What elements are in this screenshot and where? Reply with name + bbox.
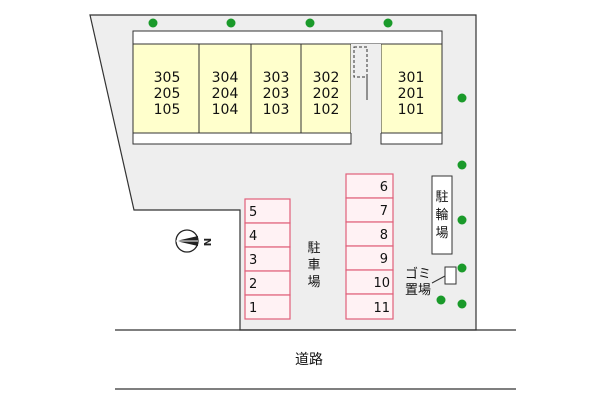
- room-label: 201: [398, 86, 425, 102]
- parking-slot-1: [244, 294, 291, 320]
- parking-slot-6: [345, 173, 394, 199]
- parking-slot-9: [345, 245, 394, 271]
- parking-number: 2: [249, 277, 257, 292]
- parking-right: 6 7 8 9 10 11: [345, 173, 394, 320]
- parking-slot-7: [345, 197, 394, 223]
- parking-number: 7: [380, 204, 388, 219]
- room-label: 202: [313, 86, 340, 102]
- parking-number: 3: [249, 253, 257, 268]
- parking-number: 5: [249, 205, 257, 220]
- parking-number: 1: [249, 301, 257, 316]
- tree-icon: [457, 263, 467, 273]
- garbage-leader: [431, 275, 446, 284]
- building-bottom-band: [132, 132, 352, 145]
- room-label: 204: [212, 86, 239, 102]
- stairwell: [351, 44, 381, 133]
- parking-label-char: 駐: [307, 241, 320, 256]
- stair-mark: [353, 46, 368, 78]
- room-label: 101: [398, 102, 425, 118]
- parking-label-char: 場: [307, 275, 320, 290]
- bicycle-parking-label-char: 輪: [435, 207, 448, 223]
- tree-icon: [148, 18, 158, 28]
- parking-number: 9: [380, 252, 388, 267]
- tree-icon: [457, 93, 467, 103]
- bicycle-parking: [431, 175, 453, 255]
- room-label: 102: [313, 102, 340, 118]
- bicycle-parking-label-char: 場: [435, 226, 448, 241]
- tree-icon: [305, 18, 315, 28]
- trees: [148, 18, 467, 309]
- parking-left: 5 4 3 2 1: [244, 198, 291, 320]
- parking-number: 4: [249, 229, 257, 244]
- tree-icon: [436, 295, 446, 305]
- parking-number: 11: [373, 301, 390, 316]
- room-label: 305: [154, 70, 181, 86]
- tree-icon: [457, 160, 467, 170]
- room-label: 301: [398, 70, 425, 86]
- bicycle-parking-label-char: 駐: [435, 190, 448, 205]
- room-label: 105: [154, 102, 181, 118]
- parking-slot-4: [244, 222, 291, 248]
- garbage-label-line1: ゴミ: [405, 266, 431, 282]
- tree-icon: [226, 18, 236, 28]
- compass-north-label: N: [203, 238, 214, 246]
- room-label: 205: [154, 86, 181, 102]
- parking-slot-11: [345, 293, 394, 320]
- room-label: 303: [263, 70, 290, 86]
- parking-number: 6: [380, 180, 388, 195]
- garbage-label-line2: 置場: [405, 283, 431, 298]
- building-bottom-band-right: [380, 132, 443, 145]
- parking-label-char: 車: [307, 258, 320, 273]
- unit-block-303: [250, 43, 302, 134]
- parking-number: 10: [373, 276, 390, 291]
- unit-block-305: [132, 43, 200, 134]
- unit-block-302: [300, 43, 352, 134]
- room-label: 104: [212, 102, 239, 118]
- tree-icon: [457, 215, 467, 225]
- room-label: 203: [263, 86, 290, 102]
- tree-icon: [457, 299, 467, 309]
- room-label: 304: [212, 70, 239, 86]
- garbage-box: [444, 266, 457, 285]
- compass: N: [175, 229, 214, 253]
- parking-number: 8: [380, 228, 388, 243]
- building: 305 205 105 304 204 104 303 203 103 302 …: [132, 30, 443, 145]
- road-label: 道路: [295, 352, 323, 368]
- tree-icon: [383, 18, 393, 28]
- room-label: 302: [313, 70, 340, 86]
- building-top-band: [132, 30, 443, 45]
- room-label: 103: [263, 102, 290, 118]
- parking-slot-10: [345, 269, 394, 295]
